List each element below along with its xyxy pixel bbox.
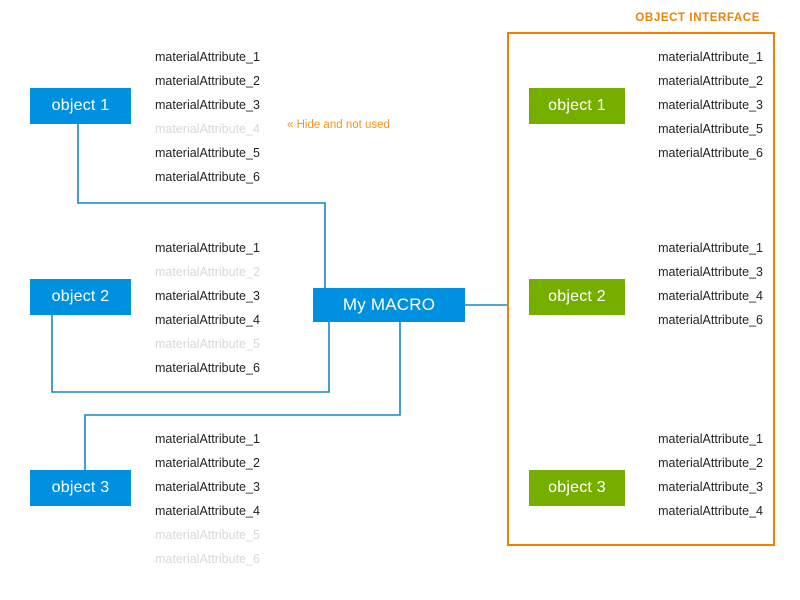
source-attributes-object-1: materialAttribute_1 materialAttribute_2 … [155,45,260,189]
source-attributes-object-2: materialAttribute_1 materialAttribute_2 … [155,236,260,380]
source-node-object-3[interactable]: object 3 [30,470,131,506]
attribute-item-hidden: materialAttribute_5 [155,337,260,351]
interface-node-object-3-label: object 3 [548,479,606,496]
attribute-item: materialAttribute_6 [155,170,260,184]
attribute-item: materialAttribute_4 [155,504,260,518]
hide-annotation: « Hide and not used [287,119,390,131]
attribute-item: materialAttribute_2 [155,456,260,470]
object-interface-panel [507,32,775,546]
attribute-item-hidden: materialAttribute_5 [155,528,260,542]
attribute-item: materialAttribute_3 [658,98,763,112]
attribute-item: materialAttribute_1 [658,432,763,446]
attribute-item: materialAttribute_3 [155,480,260,494]
attribute-item-hidden: materialAttribute_6 [155,552,260,566]
macro-node[interactable]: My MACRO [313,288,465,322]
source-attributes-object-3: materialAttribute_1 materialAttribute_2 … [155,427,260,571]
attribute-item: materialAttribute_6 [658,313,763,327]
object-interface-label: OBJECT INTERFACE [635,12,760,24]
attribute-item: materialAttribute_4 [155,313,260,327]
attribute-item: materialAttribute_1 [658,241,763,255]
interface-attributes-object-3: materialAttribute_1 materialAttribute_2 … [595,427,763,523]
attribute-item: materialAttribute_4 [658,289,763,303]
attribute-item: materialAttribute_2 [155,74,260,88]
source-node-object-1-label: object 1 [51,97,110,114]
attribute-item-hidden: materialAttribute_4 [155,122,260,136]
interface-attributes-object-2: materialAttribute_1 materialAttribute_3 … [595,236,763,332]
source-node-object-1[interactable]: object 1 [30,88,131,124]
interface-node-object-1[interactable]: object 1 [529,88,625,124]
attribute-item: materialAttribute_1 [658,50,763,64]
interface-node-object-1-label: object 1 [548,97,606,114]
source-node-object-2[interactable]: object 2 [30,279,131,315]
attribute-item: materialAttribute_4 [658,504,763,518]
source-node-object-2-label: object 2 [51,288,110,305]
interface-node-object-3[interactable]: object 3 [529,470,625,506]
attribute-item: materialAttribute_1 [155,432,260,446]
attribute-item-hidden: materialAttribute_2 [155,265,260,279]
interface-attributes-object-1: materialAttribute_1 materialAttribute_2 … [595,45,763,165]
attribute-item: materialAttribute_6 [658,146,763,160]
interface-node-object-2-label: object 2 [548,288,606,305]
attribute-item: materialAttribute_2 [658,74,763,88]
attribute-item: materialAttribute_1 [155,241,260,255]
attribute-item: materialAttribute_3 [658,265,763,279]
attribute-item: materialAttribute_1 [155,50,260,64]
attribute-item: materialAttribute_3 [658,480,763,494]
attribute-item: materialAttribute_3 [155,289,260,303]
macro-node-label: My MACRO [342,295,436,314]
attribute-item: materialAttribute_3 [155,98,260,112]
interface-node-object-2[interactable]: object 2 [529,279,625,315]
source-node-object-3-label: object 3 [51,479,110,496]
attribute-item: materialAttribute_6 [155,361,260,375]
attribute-item: materialAttribute_5 [155,146,260,160]
attribute-item: materialAttribute_5 [658,122,763,136]
attribute-item: materialAttribute_2 [658,456,763,470]
